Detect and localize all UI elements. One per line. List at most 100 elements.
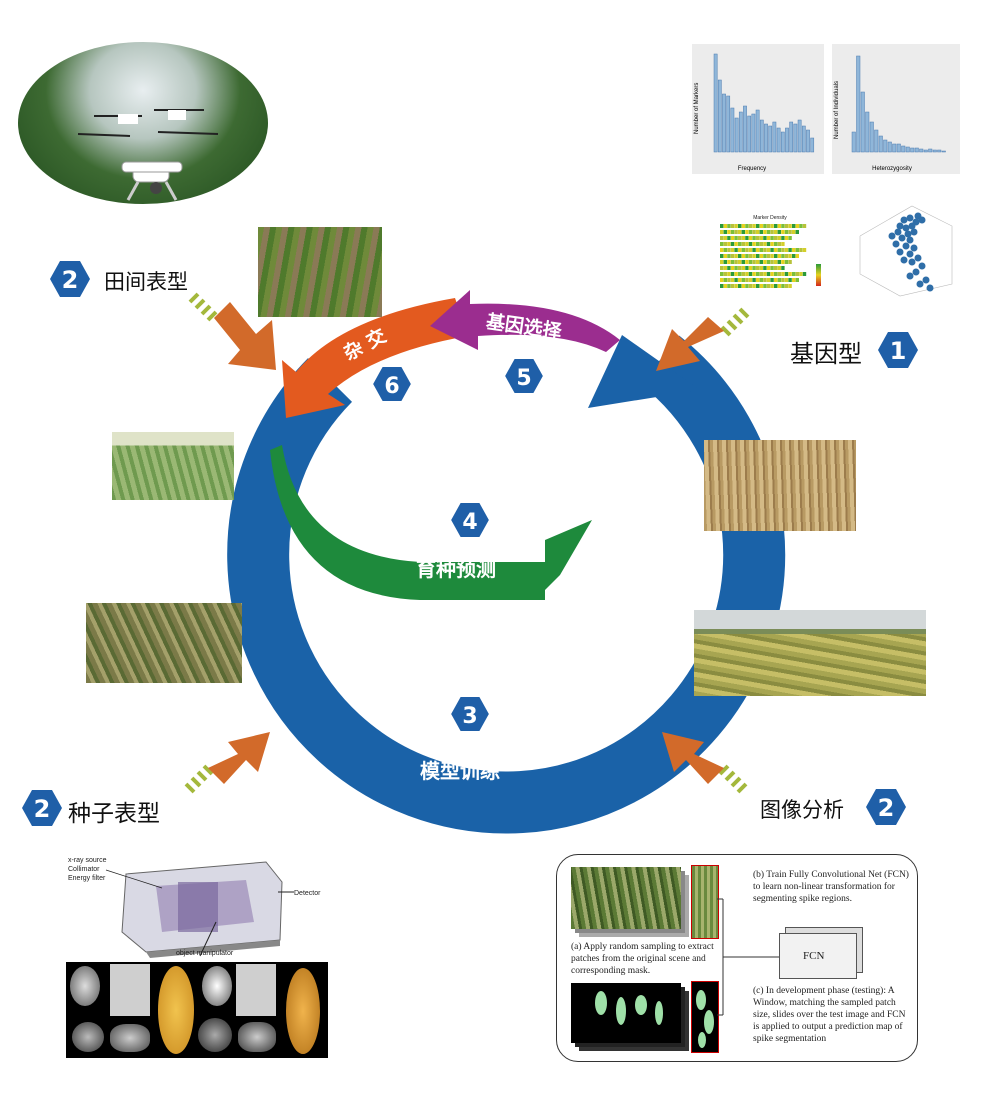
density-cell	[795, 224, 799, 228]
density-cell	[784, 284, 789, 288]
density-cell	[763, 248, 767, 252]
density-cell	[723, 236, 727, 240]
histogram-bar	[874, 129, 879, 153]
inflow-arrow-top-left	[188, 292, 276, 370]
density-cell	[748, 266, 753, 270]
density-cell	[738, 242, 742, 246]
density-cell	[777, 272, 781, 276]
histogram-bar	[905, 146, 910, 153]
density-cell	[734, 248, 738, 252]
pca-point	[898, 234, 906, 242]
pca-3d-scatter	[859, 205, 953, 297]
density-cell	[781, 272, 785, 276]
density-cell	[763, 242, 767, 246]
svg-text:2: 2	[878, 794, 895, 822]
histogram-bar	[941, 150, 946, 153]
histogram-bar	[764, 123, 768, 153]
pca-point	[912, 268, 920, 276]
density-cell	[792, 272, 796, 276]
density-cell	[745, 266, 749, 270]
histogram-bar	[734, 117, 739, 153]
density-cell	[770, 242, 774, 246]
density-cell	[741, 248, 745, 252]
density-cell	[781, 260, 785, 264]
density-cell	[781, 224, 785, 228]
ct-seed-slice-6	[238, 1022, 276, 1052]
density-cell	[741, 230, 745, 234]
density-cell	[766, 248, 771, 252]
badge-genotype: 1	[878, 332, 918, 368]
pca-point	[908, 258, 916, 266]
density-cell	[727, 272, 731, 276]
label-image-analysis: 图像分析	[760, 798, 844, 822]
density-cell	[770, 284, 774, 288]
density-cell	[730, 230, 735, 234]
hist2-xlabel: Heterozygosity	[872, 166, 912, 172]
svg-text:2: 2	[62, 266, 79, 294]
density-cell	[759, 260, 763, 264]
density-cell	[777, 236, 781, 240]
density-cell	[795, 278, 799, 282]
density-cell	[741, 260, 745, 264]
collimator-label: Collimator	[68, 866, 100, 873]
density-cell	[784, 260, 789, 264]
label-genotype: 基因型	[790, 340, 862, 368]
density-cell	[770, 272, 774, 276]
histogram-bar	[801, 125, 806, 153]
density-cell	[788, 230, 792, 234]
histogram-bar	[919, 148, 924, 153]
histogram-bar	[797, 119, 802, 153]
density-cell	[802, 224, 807, 228]
density-cell	[748, 224, 753, 228]
histogram-bar	[768, 125, 773, 153]
detector-label: Detector	[294, 890, 321, 897]
xray-source-label: x-ray source	[68, 857, 107, 864]
density-cell	[730, 224, 735, 228]
density-cell	[763, 266, 767, 270]
density-cell	[788, 248, 792, 252]
density-cell	[777, 260, 781, 264]
density-cell	[774, 272, 778, 276]
histogram-bar	[793, 123, 798, 153]
density-cell	[730, 242, 735, 246]
density-cell	[727, 278, 731, 282]
pca-point	[888, 232, 896, 240]
density-cell	[723, 278, 727, 282]
pca-point	[906, 214, 914, 222]
density-cell	[756, 266, 760, 270]
histogram-bar	[751, 113, 756, 153]
density-cell	[723, 230, 727, 234]
density-cell	[784, 224, 789, 228]
drone-photo	[18, 42, 268, 204]
density-cell	[720, 242, 724, 246]
histogram-bar	[937, 149, 942, 153]
density-cell	[774, 260, 778, 264]
ct-seed-slice-4	[202, 966, 232, 1006]
ct-scans	[66, 962, 328, 1058]
density-cell	[792, 230, 796, 234]
density-cell	[734, 224, 738, 228]
density-cell	[792, 254, 796, 258]
breeding-prediction-arrow	[270, 445, 592, 600]
density-cell	[730, 272, 735, 276]
hist1-xlabel: Frequency	[738, 166, 766, 172]
density-cell	[795, 248, 799, 252]
density-cell	[727, 224, 731, 228]
density-cell	[723, 224, 727, 228]
density-cell	[784, 230, 789, 234]
histogram-bar	[892, 143, 897, 153]
density-cell	[748, 248, 753, 252]
density-cell	[727, 242, 731, 246]
density-cell	[752, 248, 756, 252]
density-cell	[738, 224, 742, 228]
pca-point	[894, 228, 902, 236]
histogram-bar	[901, 145, 906, 153]
crossing-arrow	[282, 298, 468, 418]
histogram-bar	[883, 139, 888, 153]
ct-seed-slice-3	[110, 1024, 150, 1052]
density-cell	[756, 254, 760, 258]
mask-patches	[571, 983, 681, 1043]
pca-point	[906, 272, 914, 280]
density-cell	[745, 242, 749, 246]
density-cell	[759, 230, 763, 234]
